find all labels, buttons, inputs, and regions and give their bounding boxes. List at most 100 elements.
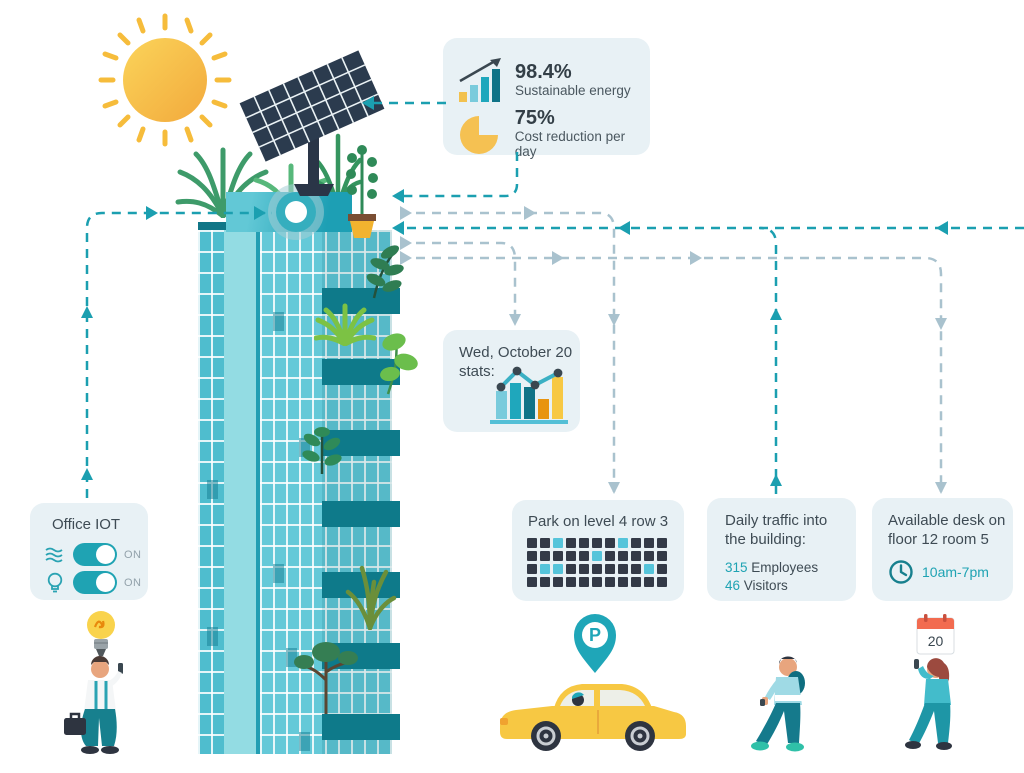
traffic-card: Daily traffic into the building: 315 Emp…: [707, 498, 856, 601]
light-toggle[interactable]: [73, 571, 117, 594]
parking-slot: [618, 577, 628, 587]
parking-slot: [540, 538, 550, 548]
person-phone: [905, 658, 952, 750]
parking-slot: [553, 564, 563, 574]
parking-slot: [631, 577, 641, 587]
climate-toggle-knob[interactable]: [96, 545, 115, 564]
visitors-label: Visitors: [743, 577, 788, 593]
parking-slot: [644, 577, 654, 587]
cost-reduction-label: Cost reduction per day: [514, 129, 626, 159]
balcony-plant-2: [314, 303, 376, 346]
sun-icon: [98, 13, 232, 147]
parking-slot: [579, 551, 589, 561]
parking-slot: [605, 577, 615, 587]
desk-line1: Available desk on: [888, 512, 1006, 529]
parking-slot: [540, 577, 550, 587]
parking-slot: [657, 564, 667, 574]
parking-slot: [592, 577, 602, 587]
sustainable-energy-value: 98.4%: [515, 61, 572, 83]
parking-slot: [644, 551, 654, 561]
parking-slot: [553, 551, 563, 561]
parking-slot: [527, 538, 537, 548]
light-toggle-knob[interactable]: [96, 573, 115, 592]
traffic-line1: Daily traffic into: [725, 512, 828, 529]
parking-slot: [566, 577, 576, 587]
day-stats-chart-icon: [490, 366, 568, 424]
traffic-line2: the building:: [725, 530, 806, 548]
sustainable-energy-label: Sustainable energy: [515, 83, 631, 98]
parking-slot: [618, 564, 628, 574]
calendar-day: 20: [928, 633, 944, 649]
climate-toggle[interactable]: [73, 543, 117, 566]
energy-stats-card: 98.4% Sustainable energy 75% Cost reduct…: [443, 38, 650, 159]
desk-line2: floor 12 room 5: [888, 530, 989, 548]
clock-icon: [889, 559, 913, 584]
idea-lightbulb-icon: [87, 611, 115, 656]
climate-state-label: ON: [124, 548, 142, 561]
parking-slot: [592, 551, 602, 561]
office-iot-card: Office IOT ON ON: [30, 503, 148, 600]
parking-slot: [566, 564, 576, 574]
parking-slot: [631, 564, 641, 574]
parking-slot: [605, 564, 615, 574]
parking-slot: [618, 538, 628, 548]
building-balconies: [322, 288, 400, 754]
parking-slot: [631, 538, 641, 548]
light-state-label: ON: [124, 576, 142, 589]
pie-chart-icon: [460, 115, 498, 154]
parking-slot: [592, 538, 602, 548]
employees-count: 315: [725, 559, 748, 575]
visitors-count: 46: [725, 577, 741, 593]
parking-slot: [553, 577, 563, 587]
employees-label: Employees: [751, 559, 819, 575]
parking-grid: [527, 538, 667, 587]
balcony-plant-3: [380, 333, 418, 395]
calendar-icon: 20: [916, 614, 955, 655]
desk-card: Available desk on floor 12 room 5 10am-7…: [872, 498, 1013, 601]
parking-slot: [566, 551, 576, 561]
parking-slot: [644, 564, 654, 574]
parking-slot: [644, 538, 654, 548]
desk-hours-value: 10am-7pm: [922, 563, 989, 580]
person-walking: [751, 656, 805, 752]
parking-slot: [527, 577, 537, 587]
balcony-plant-1: [366, 245, 404, 299]
rooftop-potted-plant: [346, 145, 378, 238]
person-briefcase: [64, 656, 123, 754]
yellow-car: [500, 684, 686, 751]
parking-slot: [527, 564, 537, 574]
balcony-tree: [294, 642, 358, 715]
balcony-plant-4: [302, 427, 342, 475]
parking-slot: [618, 551, 628, 561]
cost-reduction-value: 75%: [514, 107, 555, 129]
parking-card: Park on level 4 row 3: [512, 500, 684, 601]
day-stats-card: Wed, October 20 stats:: [443, 330, 580, 432]
balcony-grass: [345, 565, 397, 630]
building-core-band: [224, 230, 260, 754]
parking-slot: [605, 551, 615, 561]
parking-slot: [657, 538, 667, 548]
solar-panel: [239, 50, 385, 196]
parking-pin: P: [574, 613, 616, 673]
parking-slot: [540, 564, 550, 574]
parking-slot: [579, 538, 589, 548]
parking-slot: [579, 564, 589, 574]
parking-slot: [540, 551, 550, 561]
rooftop-vent-center: [285, 201, 307, 223]
office-iot-title: Office IOT: [52, 516, 121, 533]
lightbulb-outline-icon: [47, 572, 63, 592]
parking-slot: [631, 551, 641, 561]
parking-slot: [592, 564, 602, 574]
parking-slot: [566, 538, 576, 548]
parking-slot: [579, 577, 589, 587]
parking-pin-letter: P: [589, 625, 601, 645]
parking-slot: [527, 551, 537, 561]
parking-slot: [553, 538, 563, 548]
growth-bar-chart-icon: [459, 58, 501, 102]
day-stats-line1: Wed, October 20: [459, 344, 573, 361]
parking-slot: [657, 577, 667, 587]
parking-slot: [657, 551, 667, 561]
parking-title: Park on level 4 row 3: [528, 513, 669, 530]
climate-icon: [45, 547, 63, 562]
